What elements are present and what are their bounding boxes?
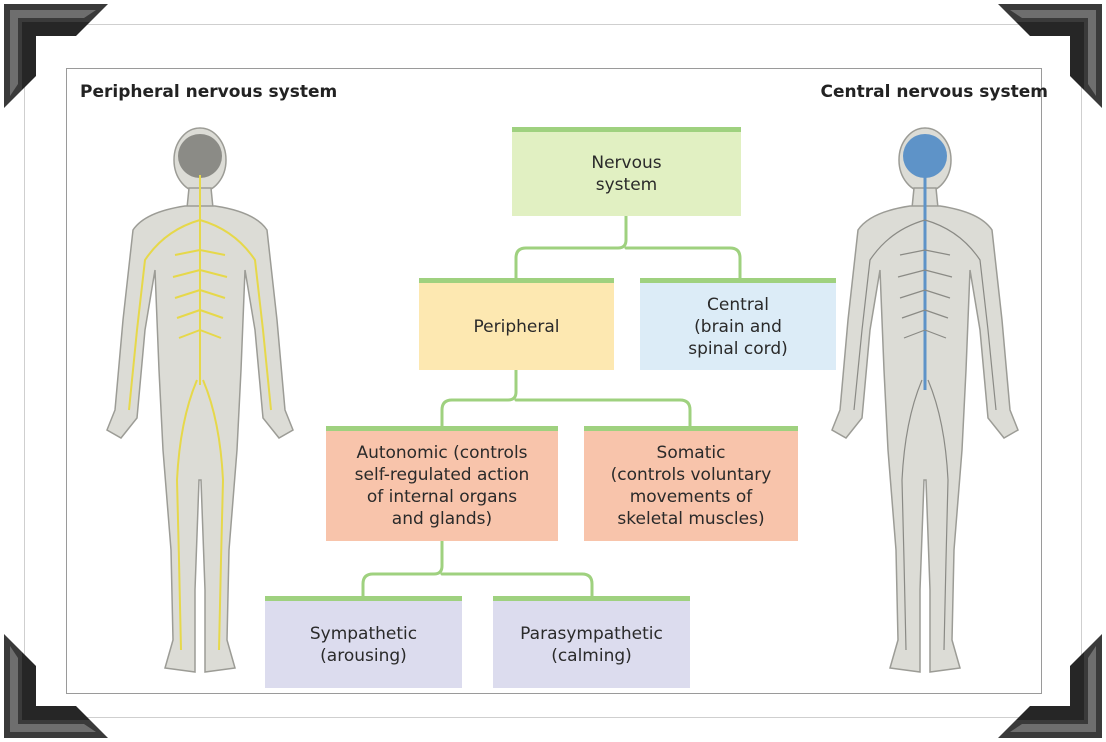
peripheral-box: Peripheral xyxy=(419,278,614,370)
central-box: Central (brain and spinal cord) xyxy=(640,278,836,370)
somatic-box: Somatic (controls voluntary movements of… xyxy=(584,426,798,541)
nervous-system-box: Nervous system xyxy=(512,127,741,216)
human-body-central-nerves-icon xyxy=(810,120,1040,695)
central-system-title: Central nervous system xyxy=(821,82,1048,102)
autonomic-box: Autonomic (controls self-regulated actio… xyxy=(326,426,558,541)
parasympathetic-box: Parasympathetic (calming) xyxy=(493,596,690,688)
peripheral-system-title: Peripheral nervous system xyxy=(80,82,337,102)
sympathetic-box: Sympathetic (arousing) xyxy=(265,596,462,688)
